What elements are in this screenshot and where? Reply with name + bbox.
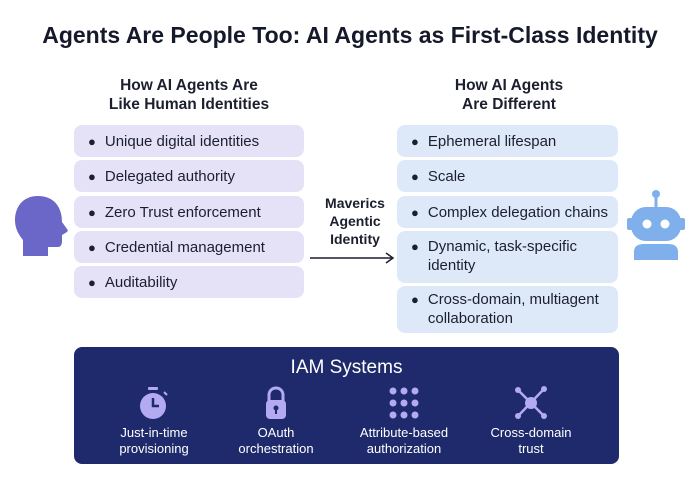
feature-line1: Cross-domain	[490, 425, 572, 440]
item-label: Dynamic, task-specific identity	[427, 238, 578, 274]
dot-grid-icon	[389, 387, 419, 419]
left-heading-line1: How AI Agents Are	[120, 77, 258, 94]
difference-item: ●Cross-domain, multiagent collaboration	[397, 286, 618, 333]
feature-line1: Attribute-based	[359, 425, 449, 440]
network-icon	[515, 386, 547, 419]
human-head-icon	[15, 196, 68, 256]
left-heading-line2: Like Human Identities	[108, 96, 270, 113]
feature-line2: trust	[518, 441, 544, 456]
difference-item: ●Dynamic, task-specific identity	[397, 231, 618, 283]
similarity-item: ●Delegated authority	[74, 160, 304, 192]
left-column-heading: How AI Agents Are Like Human Identities	[74, 76, 304, 114]
lock-icon	[266, 386, 286, 419]
stopwatch-icon	[140, 387, 168, 419]
middle-line1: Maverics	[325, 195, 385, 211]
page-title: Agents Are People Too: AI Agents as Firs…	[42, 22, 658, 48]
similarity-item: ●Credential management	[74, 231, 304, 263]
feature-line1: Just-in-time	[120, 425, 188, 440]
arrow-right-icon	[310, 252, 395, 264]
item-label: Ephemeral lifespan	[427, 132, 557, 150]
item-label: Zero Trust enforcement	[104, 203, 261, 221]
iam-feature-abac: Attribute-based authorization	[339, 385, 469, 457]
item-label: Auditability	[104, 273, 178, 291]
iam-feature-cross-domain: Cross-domain trust	[466, 385, 596, 457]
feature-line2: provisioning	[119, 441, 189, 456]
item-label: Scale	[427, 167, 466, 185]
item-label: Delegated authority	[104, 167, 235, 185]
right-heading-line1: How AI Agents	[454, 77, 564, 94]
difference-item: ●Ephemeral lifespan	[397, 125, 618, 157]
middle-line3: Identity	[330, 231, 380, 247]
iam-feature-oauth: OAuth orchestration	[211, 385, 341, 457]
item-label: Cross-domain, multiagent collaboration	[427, 291, 599, 327]
robot-icon	[627, 190, 685, 260]
feature-line2: authorization	[366, 441, 442, 456]
middle-line2: Agentic	[329, 213, 381, 229]
right-column-heading: How AI Agents Are Different	[394, 76, 624, 114]
item-label: Complex delegation chains	[427, 203, 608, 221]
maverics-label: Maverics Agentic Identity	[305, 194, 405, 248]
right-heading-line2: Are Different	[462, 96, 556, 113]
difference-item: ●Complex delegation chains	[397, 196, 618, 228]
item-label: Credential management	[104, 238, 265, 256]
similarity-item: ●Unique digital identities	[74, 125, 304, 157]
similarity-item: ●Auditability	[74, 266, 304, 298]
similarity-item: ●Zero Trust enforcement	[74, 196, 304, 228]
iam-feature-jit: Just-in-time provisioning	[89, 385, 219, 457]
iam-title: IAM Systems	[290, 357, 403, 378]
item-label: Unique digital identities	[104, 132, 260, 150]
iam-systems-panel: IAM Systems Just-in-time provisioning OA…	[74, 347, 619, 464]
feature-line2: orchestration	[238, 441, 314, 456]
feature-line1: OAuth	[257, 425, 295, 440]
difference-item: ●Scale	[397, 160, 618, 192]
